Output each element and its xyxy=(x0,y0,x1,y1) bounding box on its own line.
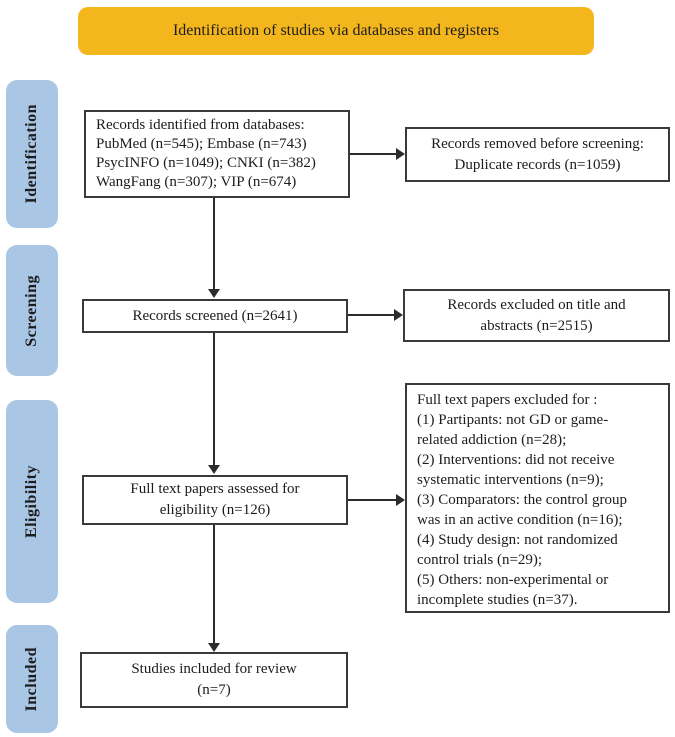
box-fulltext-assessed: Full text papers assessed for eligibilit… xyxy=(82,475,348,525)
stage-identification: Identification xyxy=(6,80,58,228)
arrowhead-down-icon xyxy=(208,643,220,652)
box-records-identified: Records identified from databases: PubMe… xyxy=(84,110,350,198)
box-fulltext-excluded-text: Full text papers excluded for : (1) Part… xyxy=(417,392,627,608)
arrow-line xyxy=(213,333,215,466)
arrowhead-right-icon xyxy=(396,494,405,506)
arrow-line xyxy=(350,153,397,155)
box-records-screened-text: Records screened (n=2641) xyxy=(132,307,298,324)
banner-title: Identification of studies via databases … xyxy=(172,22,500,39)
arrow-line xyxy=(348,499,396,501)
arrow-line xyxy=(348,314,395,316)
box-records-removed: Records removed before screening: Duplic… xyxy=(405,127,670,182)
box-records-excluded-text: Records excluded on title and abstracts … xyxy=(447,296,626,334)
stage-identification-label: Identification xyxy=(23,104,40,204)
stage-included-label: Included xyxy=(23,646,40,712)
stage-screening: Screening xyxy=(6,245,58,376)
arrowhead-down-icon xyxy=(208,465,220,474)
arrowhead-down-icon xyxy=(208,289,220,298)
arrowhead-right-icon xyxy=(396,148,405,160)
arrow-line xyxy=(213,525,215,644)
arrow-line xyxy=(213,198,215,290)
box-studies-included: Studies included for review (n=7) xyxy=(80,652,348,708)
stage-screening-label: Screening xyxy=(23,274,40,347)
box-records-removed-text: Records removed before screening: Duplic… xyxy=(431,135,644,173)
box-studies-included-text: Studies included for review (n=7) xyxy=(131,661,297,698)
stage-eligibility-label: Eligibility xyxy=(23,464,40,539)
stage-included: Included xyxy=(6,625,58,733)
box-fulltext-excluded: Full text papers excluded for : (1) Part… xyxy=(405,383,670,613)
box-records-screened: Records screened (n=2641) xyxy=(82,299,348,333)
banner: Identification of studies via databases … xyxy=(78,7,594,55)
box-records-excluded: Records excluded on title and abstracts … xyxy=(403,289,670,342)
stage-eligibility: Eligibility xyxy=(6,400,58,603)
box-records-identified-text: Records identified from databases: PubMe… xyxy=(96,117,316,190)
arrowhead-right-icon xyxy=(394,309,403,321)
box-fulltext-assessed-text: Full text papers assessed for eligibilit… xyxy=(130,481,300,518)
